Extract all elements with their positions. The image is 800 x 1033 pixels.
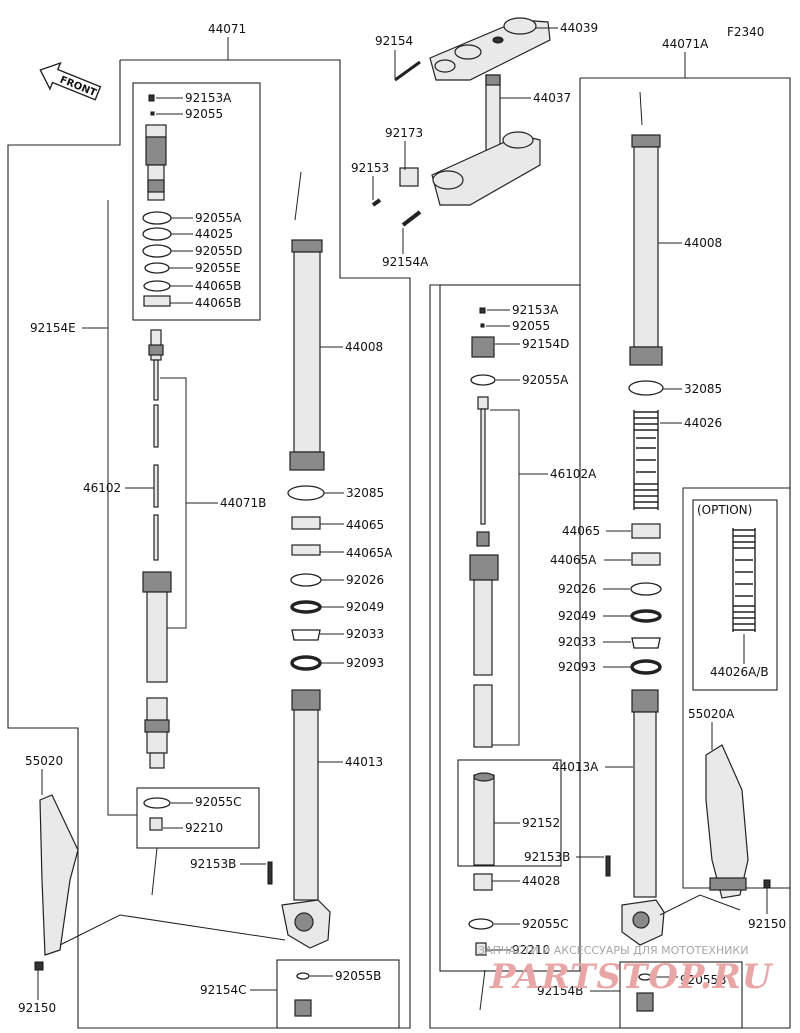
label-R-44065A: 44065A — [550, 553, 597, 567]
label-L-92055B: 92055B — [335, 969, 381, 983]
front-arrow-icon: FRONT — [39, 61, 102, 101]
watermark-line2: PARTSTOP.RU — [489, 957, 774, 997]
right-92154B-bolt — [636, 992, 654, 1012]
label-R-92055A: 92055A — [522, 373, 569, 387]
label-L-92154E: 92154E — [30, 321, 76, 335]
right-44028-part — [473, 873, 493, 891]
watermark-line1: ЗАПЧАСТИ И АКСЕССУАРЫ ДЛЯ МОТОТЕХНИКИ — [478, 944, 748, 957]
left-ring-stack — [287, 485, 325, 671]
label-R-44028: 44028 — [522, 874, 560, 888]
label-R-92154B: 92154B — [537, 984, 583, 998]
right-92210-part — [475, 942, 487, 956]
label-R-44013A: 44013A — [552, 760, 599, 774]
label-R-44008: 44008 — [684, 236, 722, 250]
right-top-parts — [470, 307, 496, 386]
label-92154-top: 92154 — [375, 34, 413, 48]
label-L-92210: 92210 — [185, 821, 223, 835]
label-92154A: 92154A — [382, 255, 429, 269]
label-R-32085: 32085 — [684, 382, 722, 396]
right-bolt-92150 — [763, 879, 771, 889]
left-damper-rod — [148, 329, 164, 561]
bolt-92154-top — [394, 60, 421, 82]
label-L-55020: 55020 — [25, 754, 63, 768]
label-R-44026: 44026 — [684, 416, 722, 430]
label-L-92055D: 92055D — [195, 244, 242, 258]
label-R-92210: 92210 — [512, 943, 550, 957]
left-inner-tube — [281, 689, 331, 949]
label-44071A: 44071A — [662, 37, 709, 51]
bolt-92153-top — [371, 198, 382, 207]
right-spring — [633, 410, 659, 510]
label-R-92055C: 92055C — [522, 917, 569, 931]
label-R-92153A: 92153A — [512, 303, 559, 317]
label-R-92026: 92026 — [558, 582, 596, 596]
label-L-92153B: 92153B — [190, 857, 236, 871]
label-92173: 92173 — [385, 126, 423, 140]
frame-lines — [7, 59, 791, 1029]
label-R-92033: 92033 — [558, 635, 596, 649]
label-R-44026AB: 44026A/B — [710, 665, 769, 679]
bolt-right-92153B — [605, 855, 611, 877]
label-L-44008: 44008 — [345, 340, 383, 354]
left-92154C-bolt — [294, 999, 312, 1017]
label-R-92055: 92055 — [512, 319, 550, 333]
label-L-92055E: 92055E — [195, 261, 241, 275]
left-cartridge-parts — [142, 94, 172, 307]
label-92153-top: 92153 — [351, 161, 389, 175]
left-92210-part — [149, 817, 163, 831]
label-44037: 44037 — [533, 91, 571, 105]
label-R-46102A: 46102A — [550, 467, 597, 481]
label-R-92093: 92093 — [558, 660, 596, 674]
label-44039: 44039 — [560, 21, 598, 35]
right-cartridge-cylinder — [469, 554, 499, 748]
label-R-92150: 92150 — [748, 917, 786, 931]
left-bolt-92150 — [34, 961, 44, 971]
label-R-92152: 92152 — [522, 816, 560, 830]
label-L-44065A: 44065A — [346, 546, 393, 560]
label-L-92055C: 92055C — [195, 795, 242, 809]
label-L-92033: 92033 — [346, 627, 384, 641]
label-R-92055B: 92055B — [680, 973, 726, 987]
label-L-44065B-2: 44065B — [195, 296, 241, 310]
label-L-46102: 46102 — [83, 481, 121, 495]
option-spring — [732, 528, 756, 632]
label-R-44065: 44065 — [562, 524, 600, 538]
label-L-92055: 92055 — [185, 107, 223, 121]
left-outer-tube — [289, 171, 325, 471]
bolt-92154A — [401, 210, 422, 227]
right-92152-tube — [473, 772, 495, 866]
option-label: (OPTION) — [697, 503, 752, 517]
right-fork-guard — [705, 744, 749, 899]
label-L-44065: 44065 — [346, 518, 384, 532]
label-R-92154D: 92154D — [522, 337, 569, 351]
label-L-92150: 92150 — [18, 1001, 56, 1015]
right-inner-tube — [621, 689, 665, 946]
label-L-44013: 44013 — [345, 755, 383, 769]
label-L-92093: 92093 — [346, 656, 384, 670]
left-fork-guard — [39, 794, 79, 956]
label-L-92026: 92026 — [346, 573, 384, 587]
diagram-code: F2340 — [727, 25, 764, 39]
label-R-92153B: 92153B — [524, 850, 570, 864]
label-R-55020A: 55020A — [688, 707, 735, 721]
label-L-92049: 92049 — [346, 600, 384, 614]
left-cartridge-cylinder — [142, 571, 172, 769]
label-R-92049: 92049 — [558, 609, 596, 623]
right-damper-rod — [476, 396, 490, 547]
lower-triple-clamp — [399, 131, 541, 206]
upper-triple-clamp — [429, 17, 551, 81]
label-L-92055A: 92055A — [195, 211, 242, 225]
label-44071: 44071 — [208, 22, 246, 36]
label-L-32085: 32085 — [346, 486, 384, 500]
right-ring-stack — [630, 523, 662, 675]
label-L-44071B: 44071B — [220, 496, 266, 510]
label-L-92153A: 92153A — [185, 91, 232, 105]
label-L-44025: 44025 — [195, 227, 233, 241]
bolt-left-92153B — [267, 861, 273, 885]
label-L-92154C: 92154C — [200, 983, 247, 997]
label-L-44065B-1: 44065B — [195, 279, 241, 293]
right-outer-tube — [629, 91, 663, 366]
